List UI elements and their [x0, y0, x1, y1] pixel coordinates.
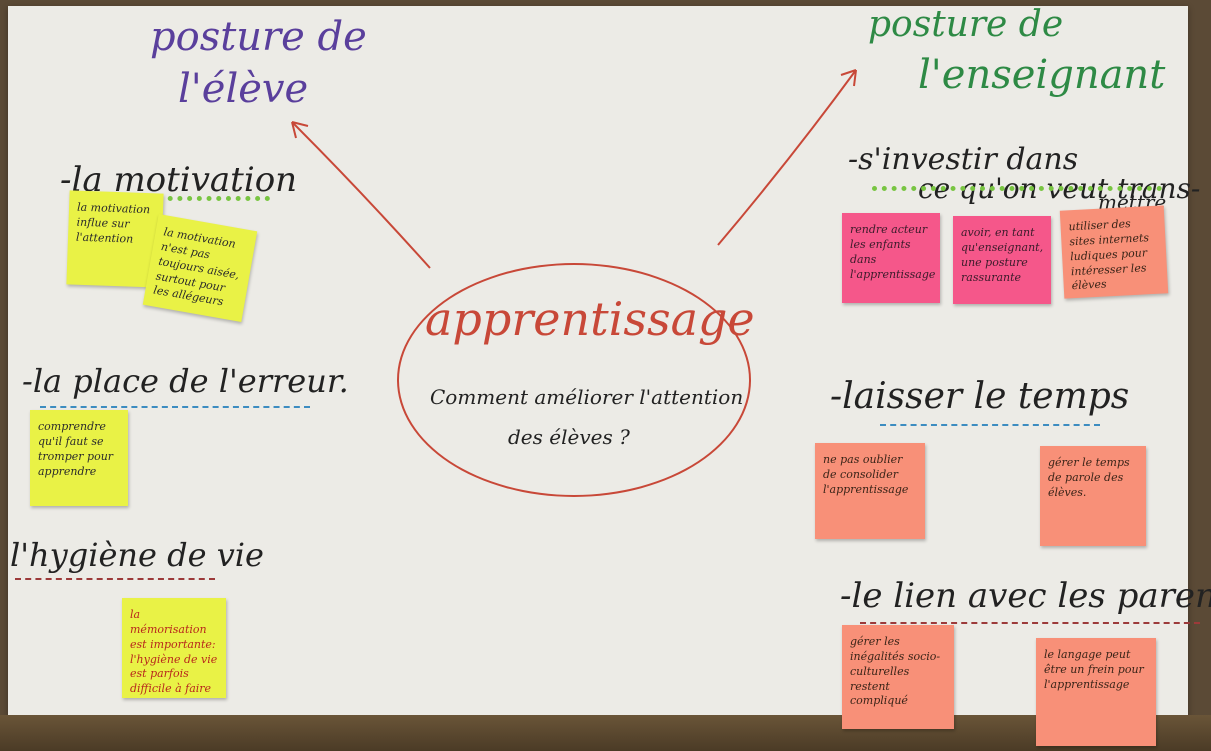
center-bubble: [397, 263, 751, 497]
sticky-note-erreur: comprendre qu'il faut se tromper pour ap…: [30, 410, 128, 506]
left-heading-line1: posture de: [150, 14, 367, 60]
left-heading-line2: l'élève: [178, 66, 309, 112]
right-section-investir-title-1: -s'investir dans: [848, 142, 1079, 177]
sticky-note-sites: utiliser des sites internets ludiques po…: [1059, 205, 1169, 299]
right-heading-line1: posture de: [868, 4, 1064, 45]
sticky-note-consolider: ne pas oublier de consolider l'apprentis…: [815, 443, 925, 539]
center-title: apprentissage: [425, 292, 755, 346]
sticky-note-acteur: rendre acteur les enfants dans l'apprent…: [842, 213, 940, 303]
center-question-line1: Comment améliorer l'attention: [430, 385, 744, 409]
left-section-erreur-title: -la place de l'erreur.: [22, 362, 349, 400]
sticky-note-langage: le langage peut être un frein pour l'app…: [1036, 638, 1156, 746]
sticky-note-inegalites: gérer les inégalités socio-culturelles r…: [842, 625, 954, 729]
right-section-temps-title: -laisser le temps: [830, 376, 1130, 417]
right-section-parents-title: -le lien avec les paren: [840, 576, 1211, 616]
erreur-blue-underline: [40, 406, 310, 408]
center-question-line2: des élèves ?: [508, 425, 630, 449]
left-section-hygiene-title: l'hygiène de vie: [10, 536, 264, 574]
temps-blue-underline: [880, 424, 1100, 426]
wooden-floor: [0, 715, 1211, 751]
motivation-green-dots: [90, 196, 270, 201]
sticky-note-parole: gérer le temps de parole des élèves.: [1040, 446, 1146, 546]
sticky-note-posture: avoir, en tant qu'enseignant, une postur…: [953, 216, 1051, 304]
right-heading-line2: l'enseignant: [918, 52, 1166, 98]
hygiene-underline: [15, 578, 215, 580]
investir-green-dots: [872, 186, 1162, 191]
parents-underline: [860, 622, 1200, 624]
sticky-note-hygiene: la mémorisation est importante: l'hygièn…: [122, 598, 226, 698]
sticky-note-motivation-2: la motivation n'est pas toujours aisée, …: [142, 214, 258, 322]
